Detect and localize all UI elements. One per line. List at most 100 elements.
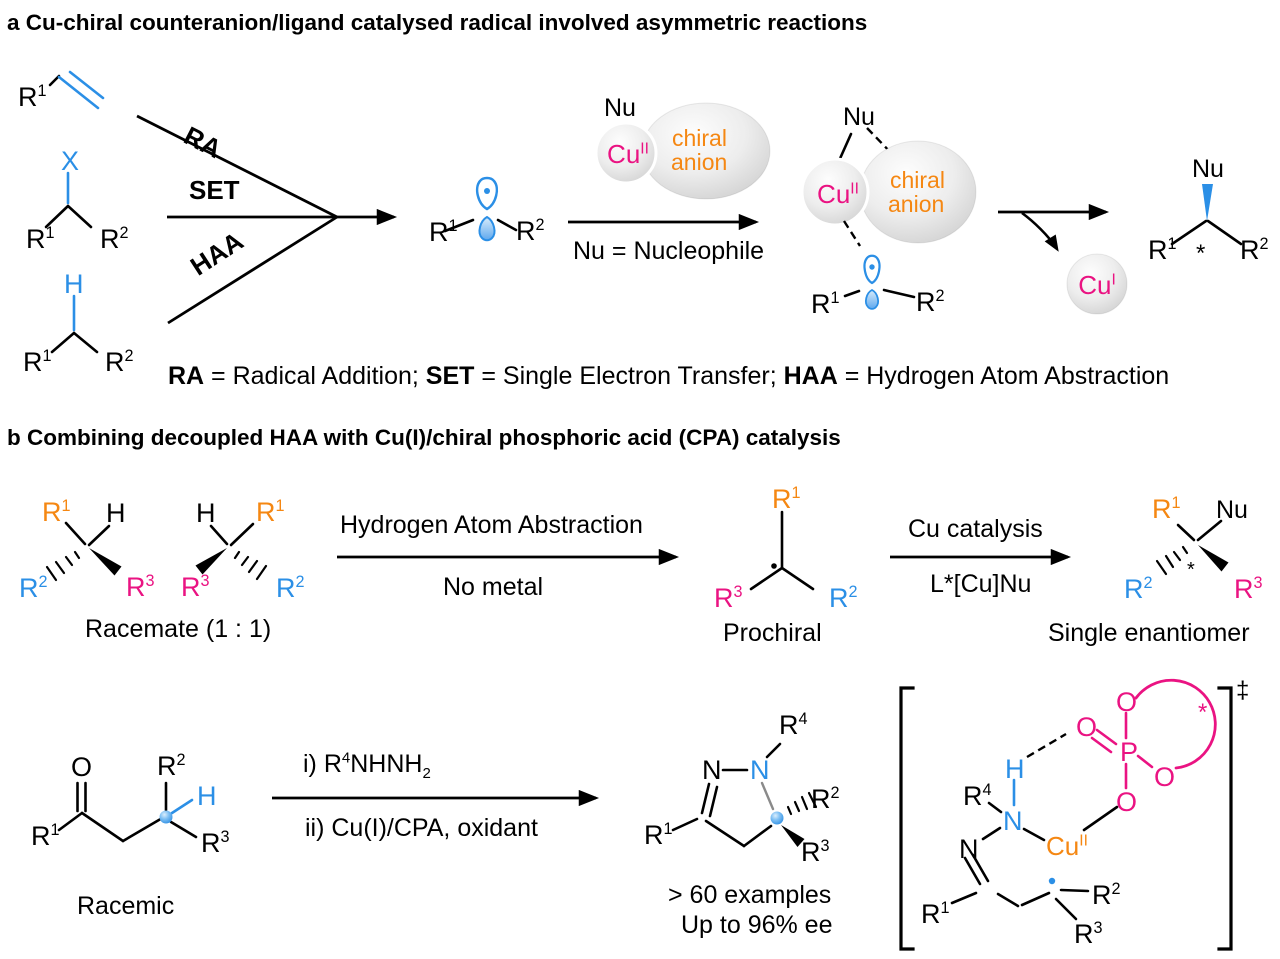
product-b-r3-label: R3 [1234, 574, 1263, 604]
condition-step2-label: ii) Cu(I)/CPA, oxidant [305, 814, 538, 842]
product-a-nu-label: Nu [1192, 155, 1224, 183]
set-substrate [44, 171, 93, 229]
set-substrate-r2-label: R2 [100, 224, 129, 254]
prochiral-radical [749, 510, 815, 591]
racemate-pair [45, 521, 268, 582]
nu-definition-label: Nu = Nucleophile [573, 237, 765, 265]
product-b [1155, 519, 1229, 576]
racemate-l-r3-label: R3 [126, 572, 155, 602]
panel-b-title: b Combining decoupled HAA with Cu(I)/chi… [7, 425, 841, 450]
cu1-sphere [1066, 253, 1128, 315]
ketone-r1-label: R1 [31, 821, 60, 851]
ts-chiral-backbone-star: * [1198, 699, 1208, 726]
cu2-catalyst-label: CuII [607, 139, 649, 169]
set-substrate-x-label: X [61, 146, 80, 176]
ketone-o-label: O [71, 752, 93, 782]
prochiral-r1-label: R1 [772, 484, 801, 514]
product-a-stereocenter: * [1196, 240, 1206, 267]
ts-r1-label: R1 [921, 899, 950, 929]
product-a [1170, 184, 1243, 246]
product-b-r1-label: R1 [1152, 494, 1181, 524]
ts-o-double-label: O [1076, 712, 1098, 742]
alkene-r1-label: R1 [18, 82, 47, 112]
racemate-l-r1-label: R1 [42, 497, 71, 527]
ts-r4-label: R4 [963, 781, 992, 811]
examples-count-label: > 60 examples [668, 881, 832, 909]
complex-nu-label: Nu [843, 103, 875, 131]
haa-arrow-bottom-label: No metal [443, 573, 544, 601]
haa-substrate-h-label: H [64, 269, 84, 299]
cu-arrow-bottom-label: L*[Cu]Nu [930, 570, 1032, 598]
chiral-anion-label-1a: chiral [672, 125, 727, 151]
ts-o-low-label: O [1116, 787, 1138, 817]
ts-dagger-label: ‡ [1236, 677, 1250, 704]
pyrazoline-r2-label: R2 [811, 784, 840, 814]
racemate-caption: Racemate (1 : 1) [85, 615, 272, 643]
ee-value-label: Up to 96% ee [681, 911, 833, 939]
racemic-caption: Racemic [77, 892, 175, 920]
catalyst-nu-label: Nu [604, 94, 636, 122]
alkene-substrate [48, 70, 105, 110]
chiral-anion-label-2b: anion [888, 191, 945, 217]
ts-n-blue-label: N [1003, 806, 1023, 836]
transition-state [899, 678, 1233, 951]
pathway-set-label: SET [189, 175, 240, 205]
abbreviation-legend: RA = Radical Addition; SET = Single Elec… [168, 362, 1170, 390]
set-substrate-r1-label: R1 [26, 224, 55, 254]
product-b-caption: Single enantiomer [1048, 619, 1250, 647]
chiral-anion-label-1b: anion [671, 149, 728, 175]
pyrazoline-n2-label: N [750, 755, 770, 785]
racemate-r-r3-label: R3 [181, 572, 210, 602]
racemate-r-r2-label: R2 [276, 573, 305, 603]
prochiral-r3-label: R3 [714, 583, 743, 613]
ts-o-top-label: O [1116, 687, 1138, 717]
ketone-r3-label: R3 [201, 828, 230, 858]
cu-arrow-top-label: Cu catalysis [908, 515, 1043, 543]
racemate-r-r1-label: R1 [256, 497, 285, 527]
arrow-to-product-a [998, 203, 1110, 252]
complex-r1-label: R1 [811, 289, 840, 319]
ts-h-label: H [1005, 754, 1025, 784]
prochiral-caption: Prochiral [723, 619, 822, 647]
chiral-anion-label-2a: chiral [890, 167, 945, 193]
haa-substrate-r1-label: R1 [23, 347, 52, 377]
pathway-arrows [136, 114, 398, 325]
racemate-l-h-label: H [106, 498, 126, 528]
product-a-r2-label: R2 [1240, 235, 1269, 265]
product-b-r2-label: R2 [1124, 574, 1153, 604]
ts-r2-label: R2 [1092, 880, 1121, 910]
radical-r1-label: R1 [429, 217, 458, 247]
racemic-ketone [57, 781, 198, 843]
ketone-r2-label: R2 [157, 751, 186, 781]
pyrazoline-r4-label: R4 [779, 710, 808, 740]
cu2-catalyst-blob [594, 102, 771, 200]
ts-p-label: P [1120, 737, 1139, 767]
radical-r2-label: R2 [516, 216, 545, 246]
haa-substrate-r2-label: R2 [105, 347, 134, 377]
product-b-stereocenter: * [1187, 559, 1195, 581]
product-a-r1-label: R1 [1148, 235, 1177, 265]
product-b-nu-label: Nu [1216, 496, 1248, 524]
prochiral-r2-label: R2 [829, 583, 858, 613]
racemate-r-h-label: H [196, 498, 216, 528]
cu2-substrate-complex [800, 127, 977, 310]
ketone-h-label: H [197, 781, 217, 811]
ts-r3-label: R3 [1074, 919, 1103, 949]
radical-intermediate [443, 176, 518, 242]
haa-substrate [50, 294, 99, 354]
pyrazoline-n1-label: N [702, 755, 722, 785]
panel-a-title: a Cu-chiral counteranion/ligand catalyse… [7, 10, 868, 35]
condition-step1-label: i) R4NHNH2 [303, 749, 431, 782]
ts-n-imine-label: N [959, 834, 979, 864]
pyrazoline-r3-label: R3 [801, 837, 830, 867]
complex-r2-label: R2 [916, 287, 945, 317]
haa-arrow-top-label: Hydrogen Atom Abstraction [340, 511, 643, 539]
cu1-label: CuI [1078, 270, 1116, 300]
cu2-complex-label: CuII [817, 179, 859, 209]
ts-cu2-label: CuII [1046, 831, 1088, 861]
ts-o-right-label: O [1154, 762, 1176, 792]
racemate-l-r2-label: R2 [19, 573, 48, 603]
pyrazoline-r1-label: R1 [644, 820, 673, 850]
